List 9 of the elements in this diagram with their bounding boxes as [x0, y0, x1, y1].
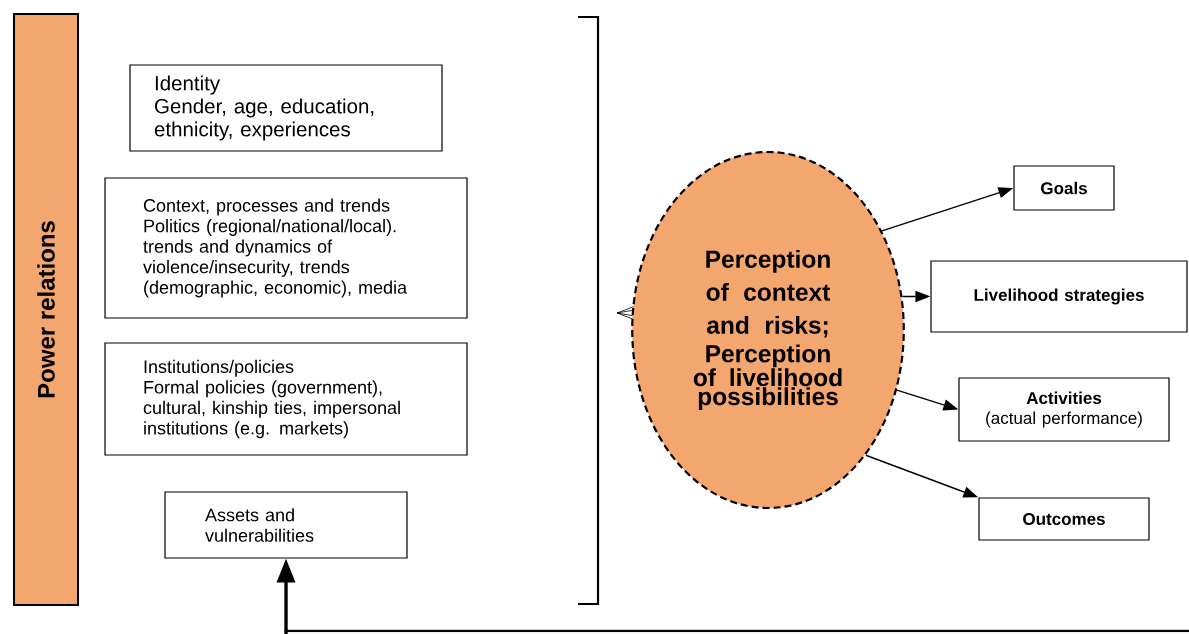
- vertical-bar: Power relations: [13, 13, 79, 606]
- text-box: Outcomes: [978, 497, 1150, 541]
- text-box: Activities (actual performance): [958, 377, 1170, 442]
- text-box: Goals: [1013, 165, 1115, 211]
- text-box: Identity Gender, age, education, ethnicity, experiences: [129, 64, 443, 152]
- text-box: Livelihood strategies: [930, 260, 1188, 333]
- text-box: Context, processes and trends Politics (regional/national/local). trends and dynamics of violence/insecurity, trends (demographic, economic), media: [104, 177, 468, 319]
- text-box: Assets and vulnerabilities: [164, 491, 408, 559]
- text-box: Institutions/policies Formal policies (government), cultural, kinship ties, impersonal institutions (e.g. markets): [104, 342, 468, 456]
